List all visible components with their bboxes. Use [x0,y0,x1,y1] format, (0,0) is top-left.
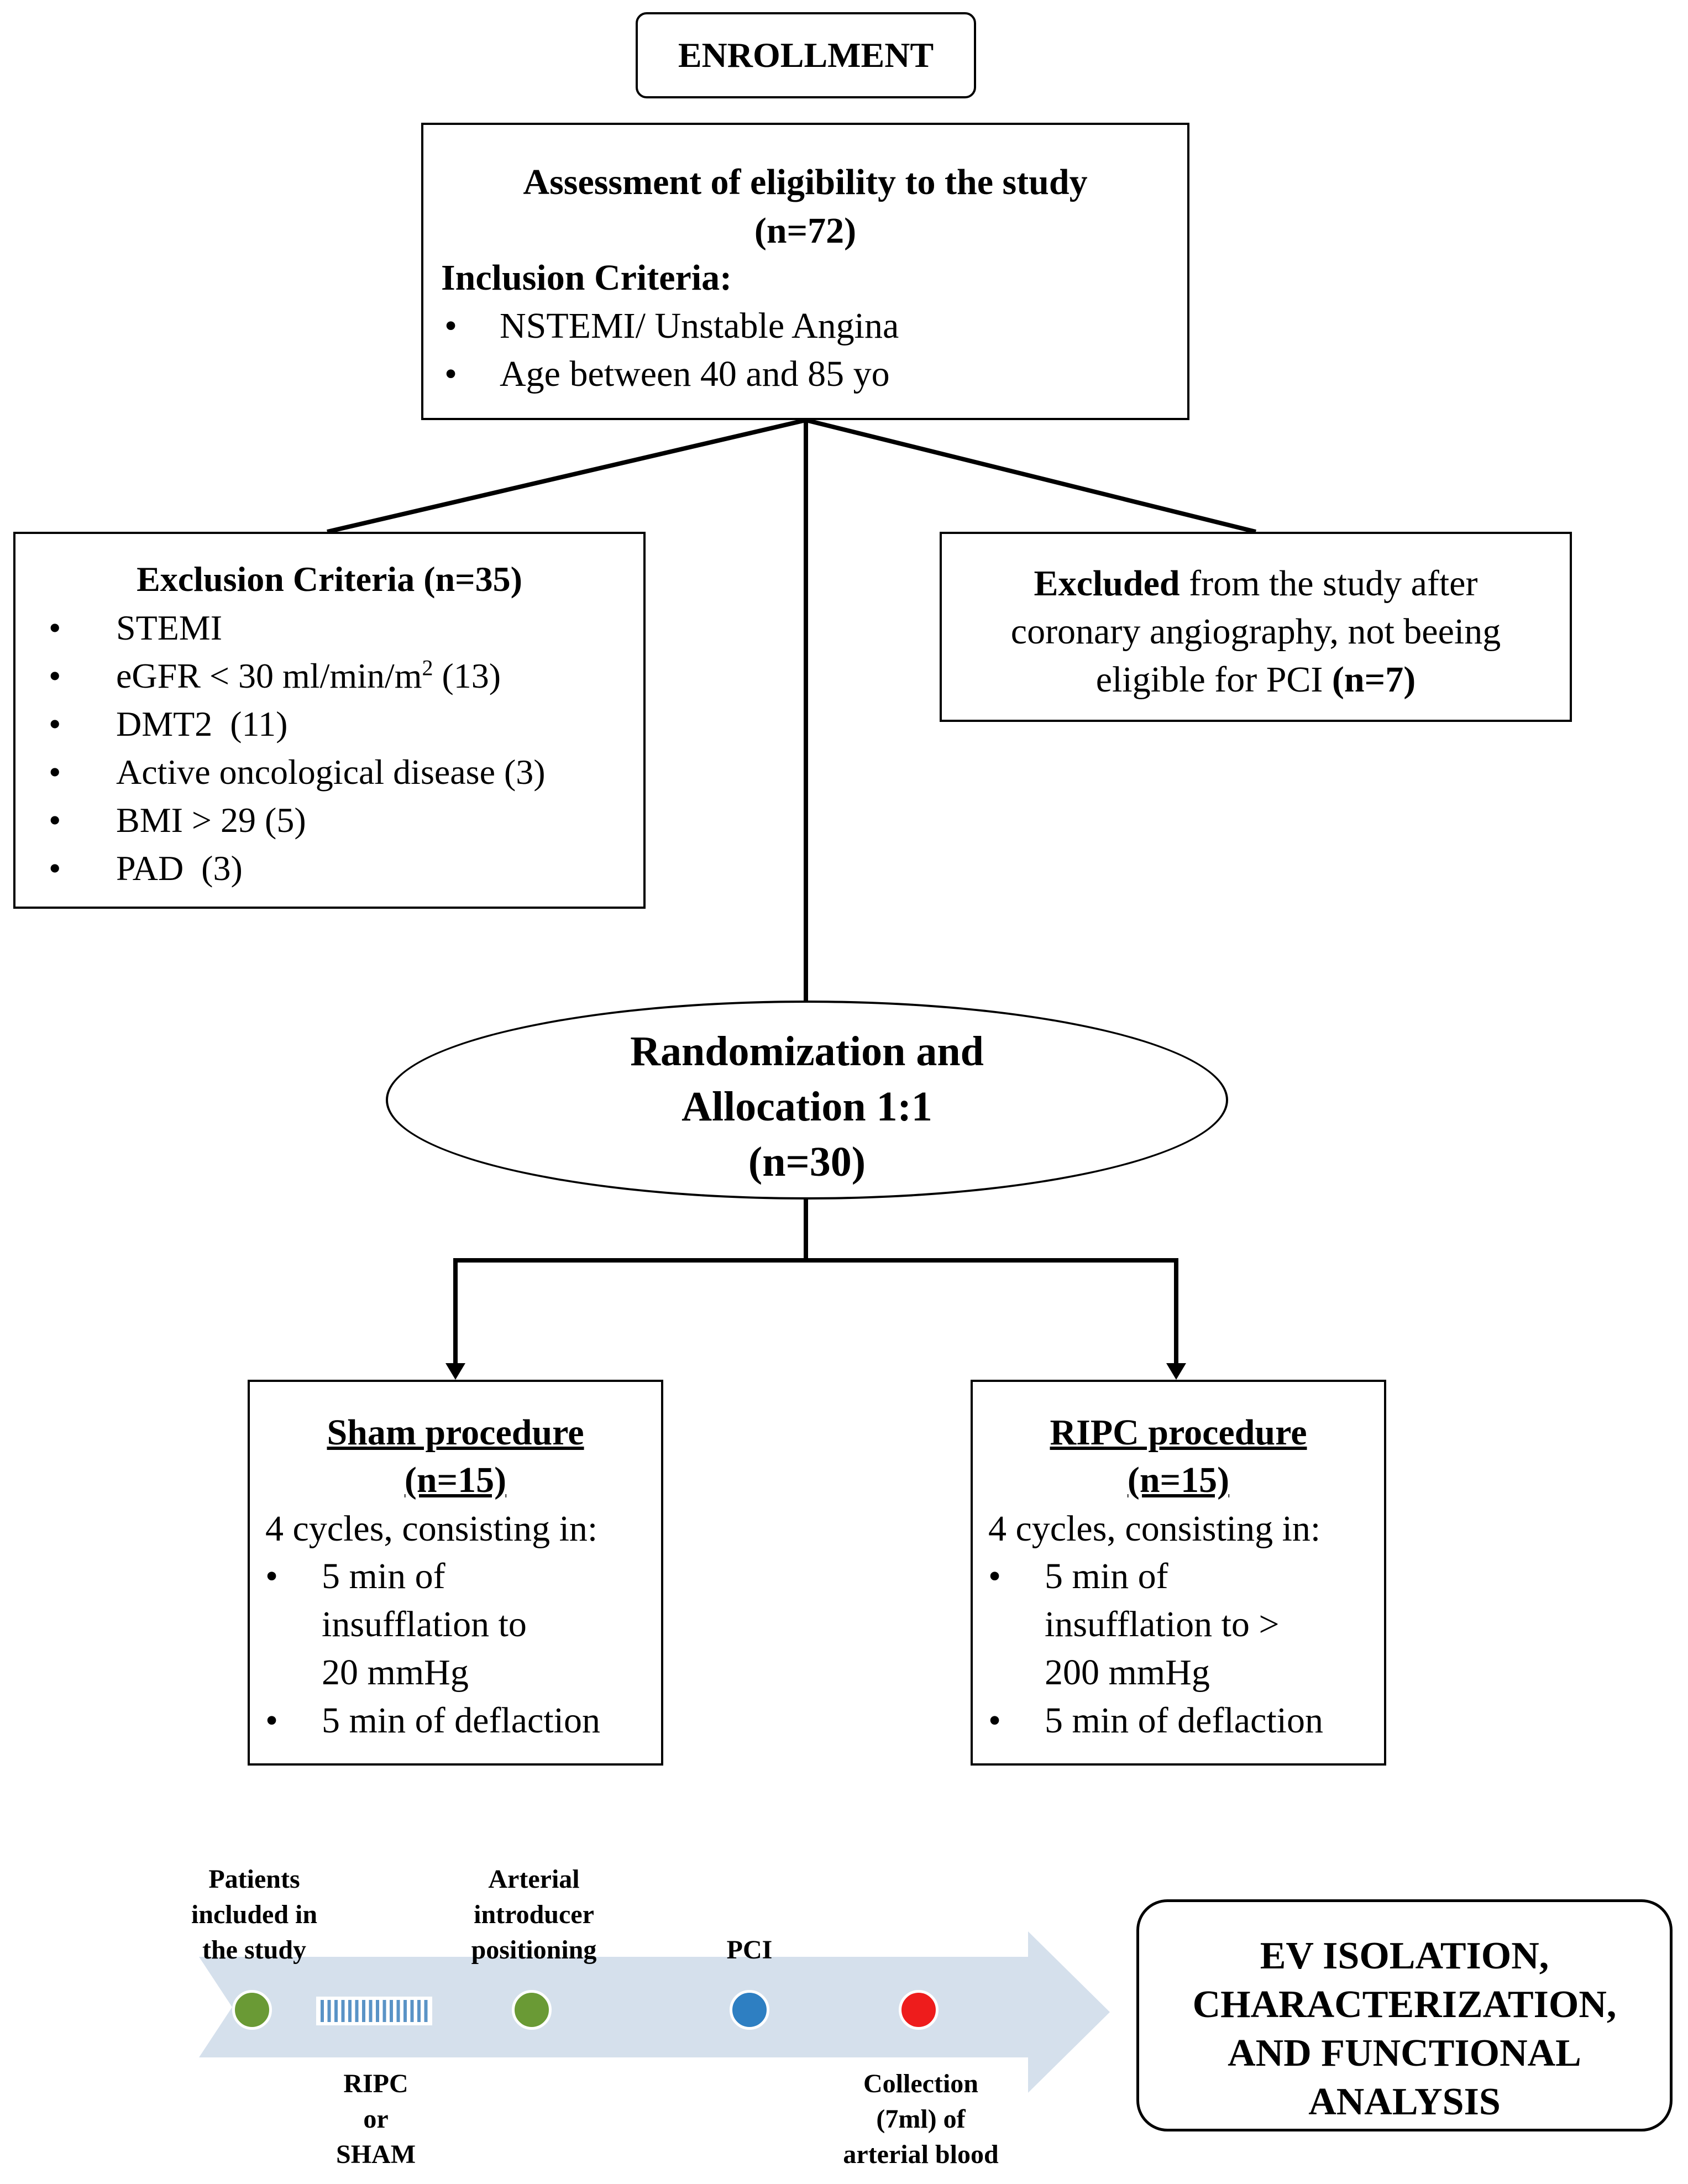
ripc-steps: 5 min of insufflation to > 200 mmHg 5 mi… [988,1552,1375,1745]
exclusion-item: BMI > 29 (5) [38,796,546,844]
inclusion-list: NSTEMI/ Unstable Angina Age between 40 a… [444,302,899,398]
timeline-dot-arterial [512,1990,552,2030]
hatch-background [316,1997,432,2025]
inclusion-item: NSTEMI/ Unstable Angina [444,302,899,350]
randomization-line-1: Randomization and [630,1028,984,1075]
hatch-stripe [417,2000,421,2022]
hatch-stripe [348,2000,352,2022]
ev-line: ANALYSIS [1308,2081,1501,2123]
exclusion-item: STEMI [38,604,546,652]
eligibility-count: (n=72) [754,211,857,251]
hatch-stripe [334,2000,338,2022]
exclusion-item: eGFR < 30 ml/min/m2 (13) [38,652,546,700]
timeline-dot-pci [730,1990,769,2030]
exclusion-title: Exclusion Criteria (n=35) [137,559,522,599]
exclusion-box: Exclusion Criteria (n=35) STEMI eGFR < 3… [13,532,646,909]
ripc-step: 5 min of insufflation to > 200 mmHg [988,1552,1304,1696]
timeline-label-pci: PCI [726,1935,773,1965]
sham-procedure-box: Sham procedure (n=15) 4 cycles, consisti… [248,1380,663,1766]
exclusion-item: Active oncological disease (3) [38,748,546,796]
hatch-stripe [341,2000,345,2022]
connector-to-excluded-angio [805,418,1256,534]
exclusion-item: PAD (3) [38,844,546,892]
hatch-stripe [355,2000,359,2022]
sham-step: 5 min of insufflation to 20 mmHg [265,1552,559,1696]
hatch-stripe [369,2000,373,2022]
ripc-sham-hatch-icon [316,1997,432,2025]
timeline-dot-inclusion [232,1990,272,2030]
arrowhead-sham [445,1363,465,1380]
hatch-stripe [376,2000,379,2022]
eligibility-title: Assessment of eligibility to the study [523,162,1088,202]
ripc-cycles: 4 cycles, consisting in: [988,1509,1321,1549]
ev-line: CHARACTERIZATION, [1192,1983,1617,2026]
egfr-superscript: 2 [422,655,433,680]
ripc-procedure-box: RIPC procedure (n=15) 4 cycles, consisti… [971,1380,1386,1766]
excluded-line-2: coronary angiography, not beeing [1010,611,1501,652]
ev-analysis-box: EV ISOLATION, CHARACTERIZATION, AND FUNC… [1136,1899,1673,2131]
sham-step: 5 min of deflaction [265,1696,652,1745]
inclusion-heading: Inclusion Criteria: [441,258,732,298]
excluded-after-angiography-box: Excluded from the study after coronary a… [940,532,1572,722]
exclusion-item: DMT2 (11) [38,700,546,748]
hatch-stripe [403,2000,407,2022]
timeline-dot-collection [899,1990,939,2030]
excluded-lead: Excluded [1034,563,1180,604]
sham-title: Sham procedure [327,1412,584,1453]
connector-to-exclusion [327,418,806,534]
randomization-ellipse: Randomization and Allocation 1:1 (n=30) [386,1001,1228,1200]
inclusion-item: Age between 40 and 85 yo [444,350,899,398]
egfr-count: (13) [433,656,501,695]
hatch-stripe [396,2000,400,2022]
sham-cycles: 4 cycles, consisting in: [265,1509,598,1549]
randomization-line-2: Allocation 1:1 [682,1083,932,1130]
timeline-arrow-shape [199,1931,1110,2093]
ev-line: EV ISOLATION, [1260,1935,1549,1977]
ev-line: AND FUNCTIONAL [1228,2032,1581,2075]
excluded-count: (n=7) [1331,659,1416,700]
enrollment-box: ENROLLMENT [636,12,976,98]
sham-count: (n=15) [404,1460,507,1500]
excluded-line-1: Excluded from the study after [942,559,1570,607]
hatch-stripe [390,2000,393,2022]
hatch-stripe [321,2000,324,2022]
sham-steps: 5 min of insufflation to 20 mmHg 5 min o… [265,1552,652,1745]
ripc-title: RIPC procedure [1050,1412,1307,1453]
excluded-line-3: eligible for PCI (n=7) [942,656,1570,704]
exclusion-list: STEMI eGFR < 30 ml/min/m2 (13) DMT2 (11)… [38,604,546,892]
eligibility-box: Assessment of eligibility to the study (… [421,123,1189,420]
ripc-step: 5 min of deflaction [988,1696,1375,1745]
hatch-stripe [410,2000,414,2022]
hatch-stripe [362,2000,365,2022]
ripc-count: (n=15) [1127,1460,1230,1500]
hatch-stripe [327,2000,331,2022]
arrowhead-ripc [1166,1363,1186,1380]
hatch-stripe [382,2000,386,2022]
hatch-stripe [424,2000,428,2022]
excluded-line-3-text: eligible for PCI [1095,659,1332,700]
excluded-line-1-rest: from the study after [1179,563,1478,604]
egfr-text: eGFR < 30 ml/min/m [116,656,422,695]
enrollment-title: ENROLLMENT [678,35,934,75]
randomization-count: (n=30) [748,1139,866,1185]
